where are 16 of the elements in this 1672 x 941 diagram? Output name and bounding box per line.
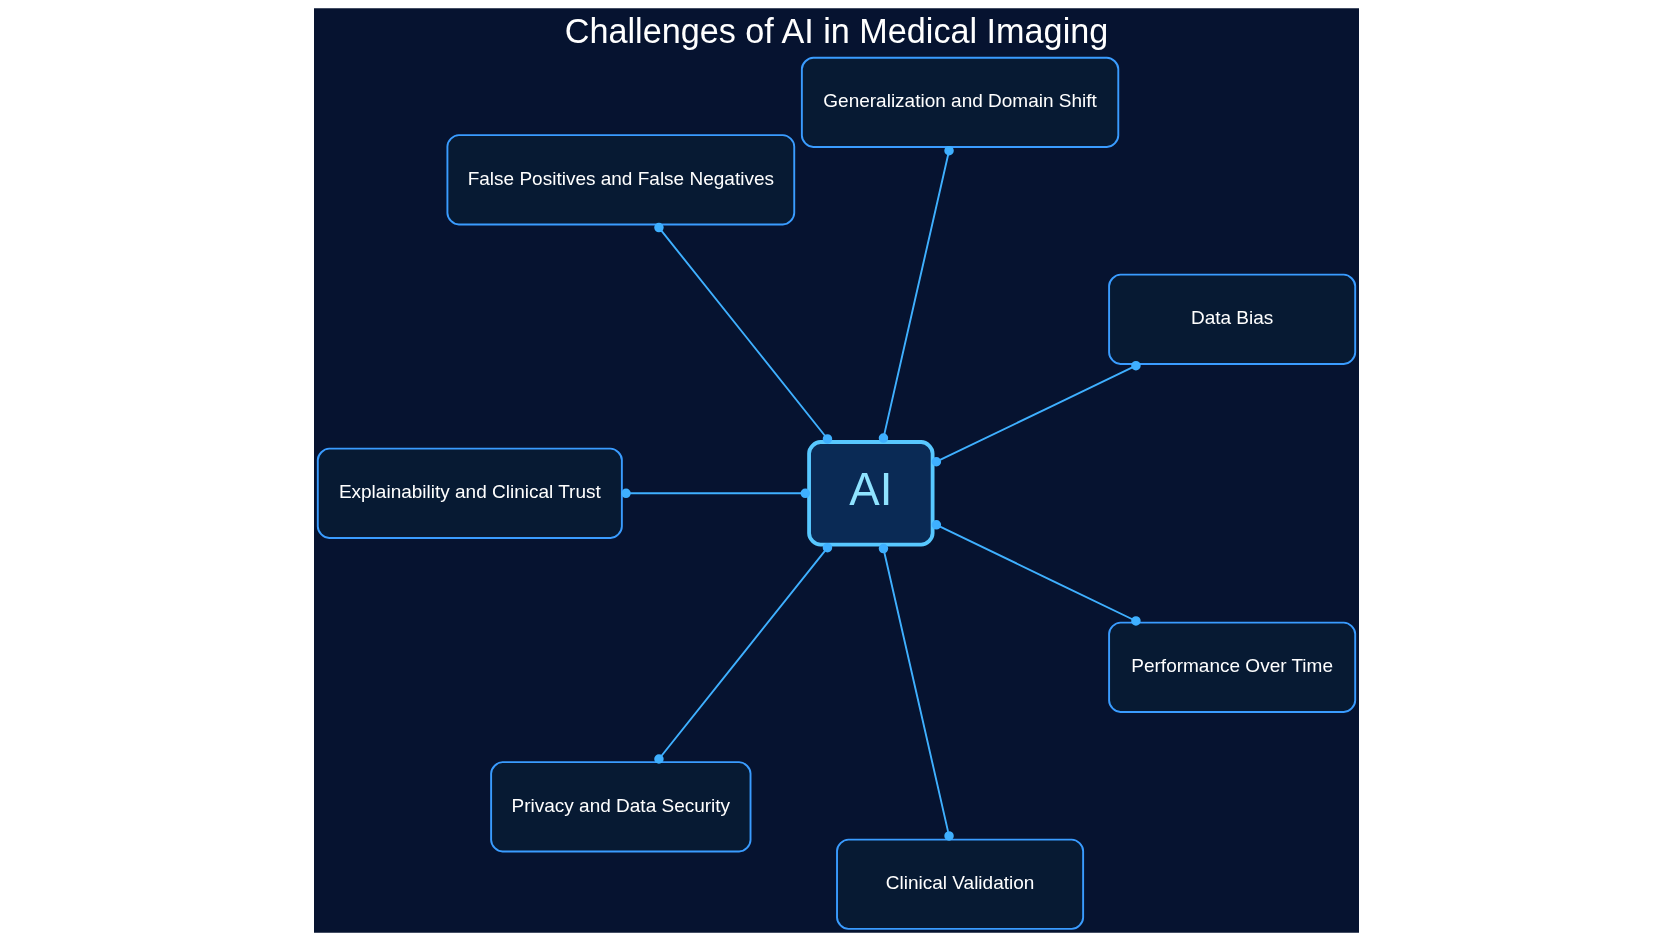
connector	[878, 543, 954, 841]
node-box: Explainability and Clinical Trust	[316, 447, 623, 539]
connector	[653, 222, 832, 444]
node-box: AI	[806, 440, 934, 547]
connector	[620, 488, 810, 499]
connector	[931, 520, 1141, 626]
node-box: Clinical Validation	[835, 838, 1084, 930]
node-box: Privacy and Data Security	[489, 761, 751, 853]
node-box: Performance Over Time	[1107, 621, 1356, 713]
node-box: False Positives and False Negatives	[445, 134, 795, 226]
node-box: Generalization and Domain Shift	[800, 56, 1119, 148]
connector	[931, 360, 1141, 467]
node-box: Data Bias	[1107, 273, 1356, 365]
diagram-title: Challenges of AI in Medical Imaging	[564, 12, 1108, 51]
connector	[653, 542, 832, 764]
connector	[878, 145, 954, 443]
